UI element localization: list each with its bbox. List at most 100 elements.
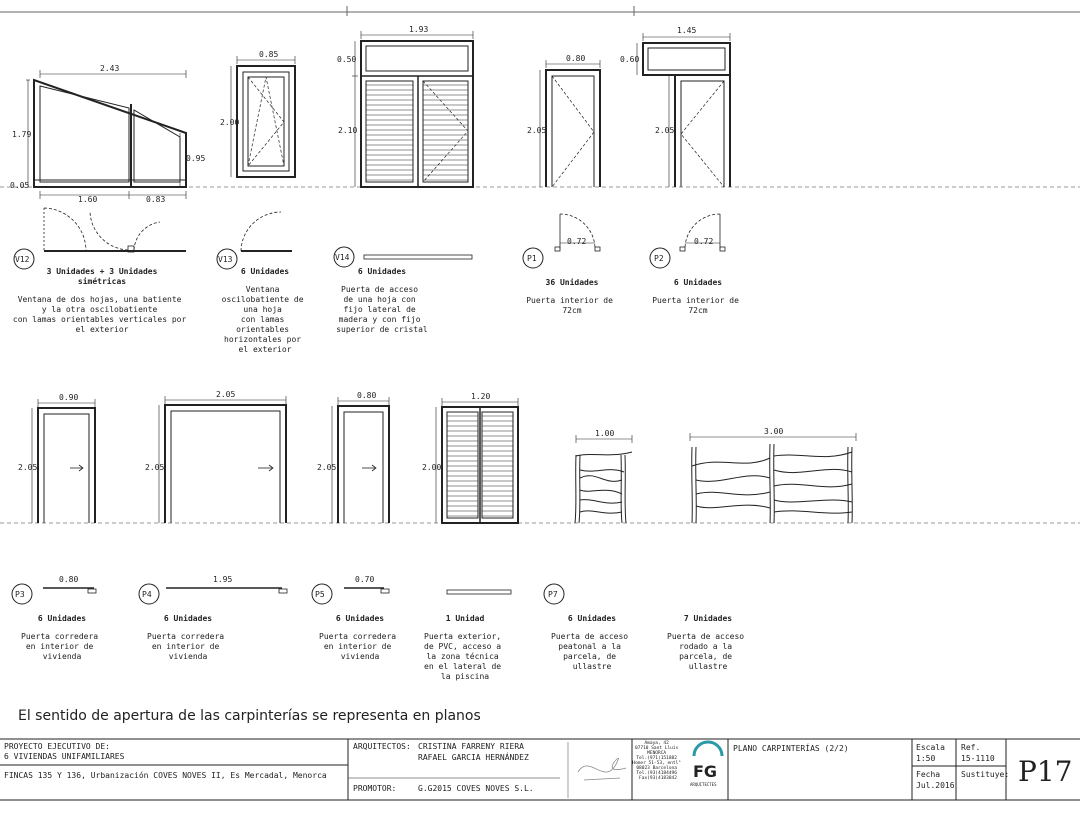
units-p7: 6 Unidades — [568, 613, 616, 623]
architect-2: RAFAEL GARCIA HERNÁNDEZ — [418, 751, 529, 762]
tag-p5: P5 — [311, 583, 333, 605]
desc-v14: Puerta de acceso de una hoja con fijo la… — [336, 285, 428, 334]
desc-vehicle-gate: Puerta de acceso rodado a la parcela, de… — [667, 632, 749, 671]
tag-p3: P3 — [11, 583, 33, 605]
tag-v12: V12 — [13, 248, 35, 270]
elevation-p3 — [31, 399, 96, 523]
dim-v13-width: 0.85 — [259, 50, 278, 59]
units-p3: 6 Unidades — [38, 613, 86, 623]
plan-p3 — [43, 587, 97, 594]
dim-p5-height: 2.05 — [317, 463, 336, 472]
elevation-p5 — [331, 397, 390, 523]
elevation-v12 — [26, 70, 187, 199]
plan-v14 — [363, 254, 473, 260]
desc-p7: Puerta de acceso peatonal a la parcela, … — [551, 632, 633, 671]
plan-p2 — [679, 213, 726, 252]
desc-p3: Puerta corredera en interior de vivienda — [21, 632, 103, 661]
dim-v12-base: 0.05 — [10, 181, 29, 190]
dim-p7-width: 1.00 — [595, 429, 614, 438]
title-block — [0, 738, 1080, 801]
units-p5: 6 Unidades — [336, 613, 384, 623]
dim-v14-width: 1.93 — [409, 25, 428, 34]
project-location: FINCAS 135 Y 136, Urbanización COVES NOV… — [4, 770, 327, 780]
tag-v13: V13 — [216, 248, 238, 270]
units-p2: 6 Unidades — [674, 277, 722, 287]
architect-1: CRISTINA FARRENY RIERA — [418, 742, 524, 751]
dim-p5-plan: 0.70 — [355, 575, 374, 584]
svg-text:P7: P7 — [548, 590, 558, 599]
elevation-vehicle-gate — [689, 433, 857, 524]
project-title: PROYECTO EJECUTIVO DE: — [4, 742, 110, 751]
svg-text:V13: V13 — [218, 255, 233, 264]
units-v13: 6 Unidades — [241, 266, 289, 276]
units-p1: 36 Unidades — [546, 277, 599, 287]
dim-v12-right: 0.95 — [186, 154, 205, 163]
dim-v12-leaf-a: 1.60 — [78, 195, 97, 204]
desc-p5: Puerta corredera en interior de vivienda — [319, 632, 401, 661]
elevation-p7 — [574, 435, 633, 524]
architect-signature — [567, 742, 627, 798]
elevation-v14 — [352, 31, 474, 188]
desc-v13: Ventana oscilobatiente de una hoja con l… — [222, 285, 309, 354]
svg-text:V12: V12 — [15, 255, 30, 264]
desc-exterior-door: Puerta exterior, de PVC, acceso a la zon… — [424, 632, 506, 681]
units-p4: 6 Unidades — [164, 613, 212, 623]
dim-p3-width: 0.90 — [59, 393, 78, 402]
dim-ext-height: 2.00 — [422, 463, 441, 472]
elevation-p4 — [158, 396, 287, 523]
opening-direction-note: El sentido de apertura de las carpinterí… — [18, 708, 481, 724]
replaces-label: Sustituye: — [961, 770, 1009, 779]
dim-p2-height: 2.05 — [655, 126, 674, 135]
tag-p7: P7 — [543, 583, 565, 605]
ref-label: Ref. — [961, 743, 980, 752]
dim-p1-width: 0.80 — [566, 54, 585, 63]
units-vehicle-gate: 7 Unidades — [684, 613, 732, 623]
svg-text:P2: P2 — [654, 254, 664, 263]
project-subtitle: 6 VIVIENDAS UNIFAMILIARES — [4, 752, 125, 761]
dim-p2-top: 0.60 — [620, 55, 639, 64]
svg-text:P5: P5 — [315, 590, 325, 599]
dim-v13-height: 2.00 — [220, 118, 239, 127]
tag-v14: V14 — [333, 246, 355, 268]
dim-p4-height: 2.05 — [145, 463, 164, 472]
units-v12-b: simétricas — [78, 276, 126, 286]
dim-ext-width: 1.20 — [471, 392, 490, 401]
dim-p1-plan: 0.72 — [567, 237, 586, 246]
desc-p2: Puerta interior de 72cm — [652, 296, 744, 315]
elevation-p1 — [539, 60, 601, 188]
plan-p5 — [344, 587, 390, 594]
dim-gate-width: 3.00 — [764, 427, 783, 436]
desc-p1: Puerta interior de 72cm — [526, 296, 618, 315]
svg-text:P4: P4 — [142, 590, 152, 599]
elevation-p2 — [636, 33, 731, 188]
scale-value: 1:50 — [916, 754, 935, 763]
tag-p2: P2 — [649, 247, 671, 269]
elevation-exterior-door — [435, 398, 519, 524]
dim-p2-plan: 0.72 — [694, 237, 713, 246]
plan-exterior-door — [446, 589, 512, 595]
dim-p3-plan: 0.80 — [59, 575, 78, 584]
dim-p1-height: 2.05 — [527, 126, 546, 135]
scale-label: Escala — [916, 743, 945, 752]
svg-text:FG: FG — [693, 762, 717, 781]
promoter-name: G.G2015 COVES NOVES S.L. — [418, 784, 534, 793]
firm-logo: FG ARQUITECTES — [690, 740, 724, 787]
units-v12: 3 Unidades + 3 Unidades — [47, 266, 158, 276]
ref-value: 15-1110 — [961, 754, 995, 763]
architects-label: ARQUITECTOS: — [353, 742, 411, 751]
dim-v14-top: 0.50 — [337, 55, 356, 64]
desc-v12: Ventana de dos hojas, una batiente y la … — [13, 295, 191, 334]
svg-text:ARQUITECTES: ARQUITECTES — [690, 782, 717, 787]
dim-v12-height: 1.79 — [12, 130, 31, 139]
plan-p4 — [166, 587, 288, 594]
drawing-title: PLANO CARPINTERÍAS (2/2) — [733, 742, 849, 753]
plan-v13 — [240, 211, 292, 252]
svg-text:V14: V14 — [335, 253, 350, 262]
units-v14: 6 Unidades — [358, 266, 406, 276]
dim-p2-width: 1.45 — [677, 26, 696, 35]
sheet-number: P17 — [1018, 755, 1072, 788]
svg-text:P3: P3 — [15, 590, 25, 599]
tag-p4: P4 — [138, 583, 160, 605]
svg-text:P1: P1 — [527, 254, 537, 263]
dim-v12-width: 2.43 — [100, 64, 119, 73]
